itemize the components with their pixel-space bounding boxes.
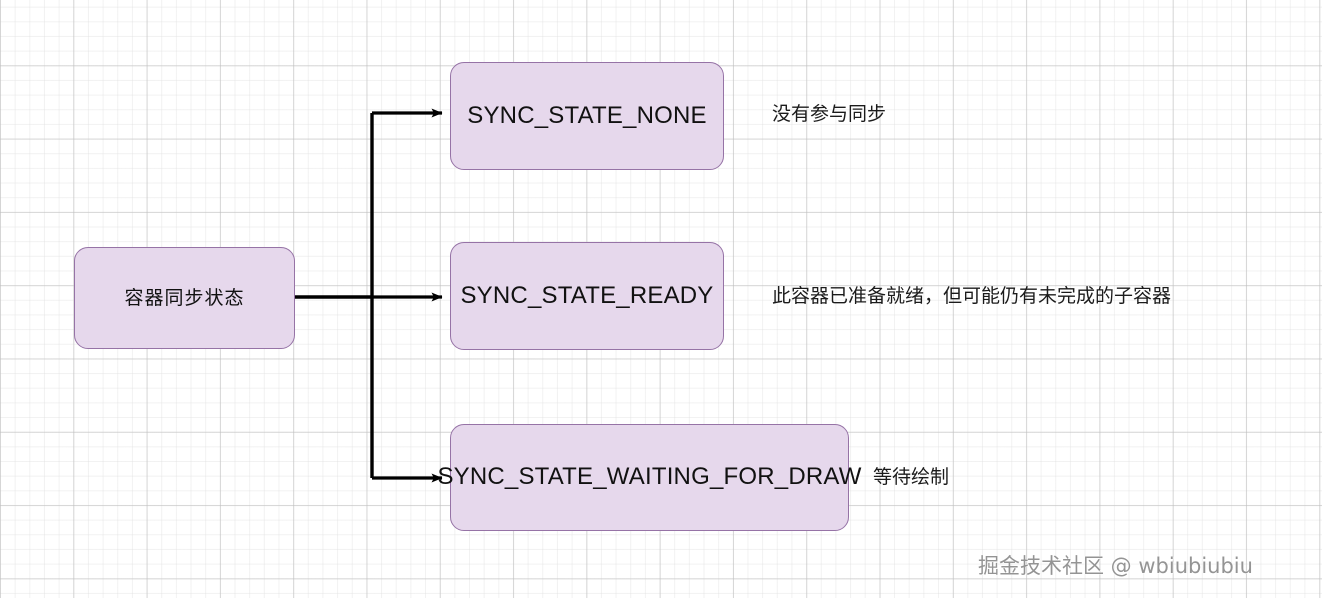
annotation-sync-state-waiting-for-draw: 等待绘制	[873, 466, 950, 488]
annotation-sync-state-none: 没有参与同步	[772, 103, 887, 125]
node-label: 容器同步状态	[124, 286, 245, 309]
node-sync-state-none[interactable]: SYNC_STATE_NONE	[450, 62, 724, 170]
node-sync-state-ready[interactable]: SYNC_STATE_READY	[450, 242, 724, 350]
node-label: SYNC_STATE_NONE	[467, 101, 707, 129]
node-sync-state-waiting-for-draw[interactable]: SYNC_STATE_WAITING_FOR_DRAW	[437, 424, 861, 531]
edge-source-to-bus	[295, 113, 374, 478]
watermark: 掘金技术社区 @ wbiubiubiu	[978, 554, 1253, 578]
node-label: SYNC_STATE_READY	[460, 281, 714, 309]
node-label: SYNC_STATE_WAITING_FOR_DRAW	[437, 463, 862, 491]
annotation-sync-state-ready: 此容器已准备就绪，但可能仍有未完成的子容器	[772, 285, 1172, 307]
node-container-sync-state[interactable]: 容器同步状态	[74, 247, 295, 349]
